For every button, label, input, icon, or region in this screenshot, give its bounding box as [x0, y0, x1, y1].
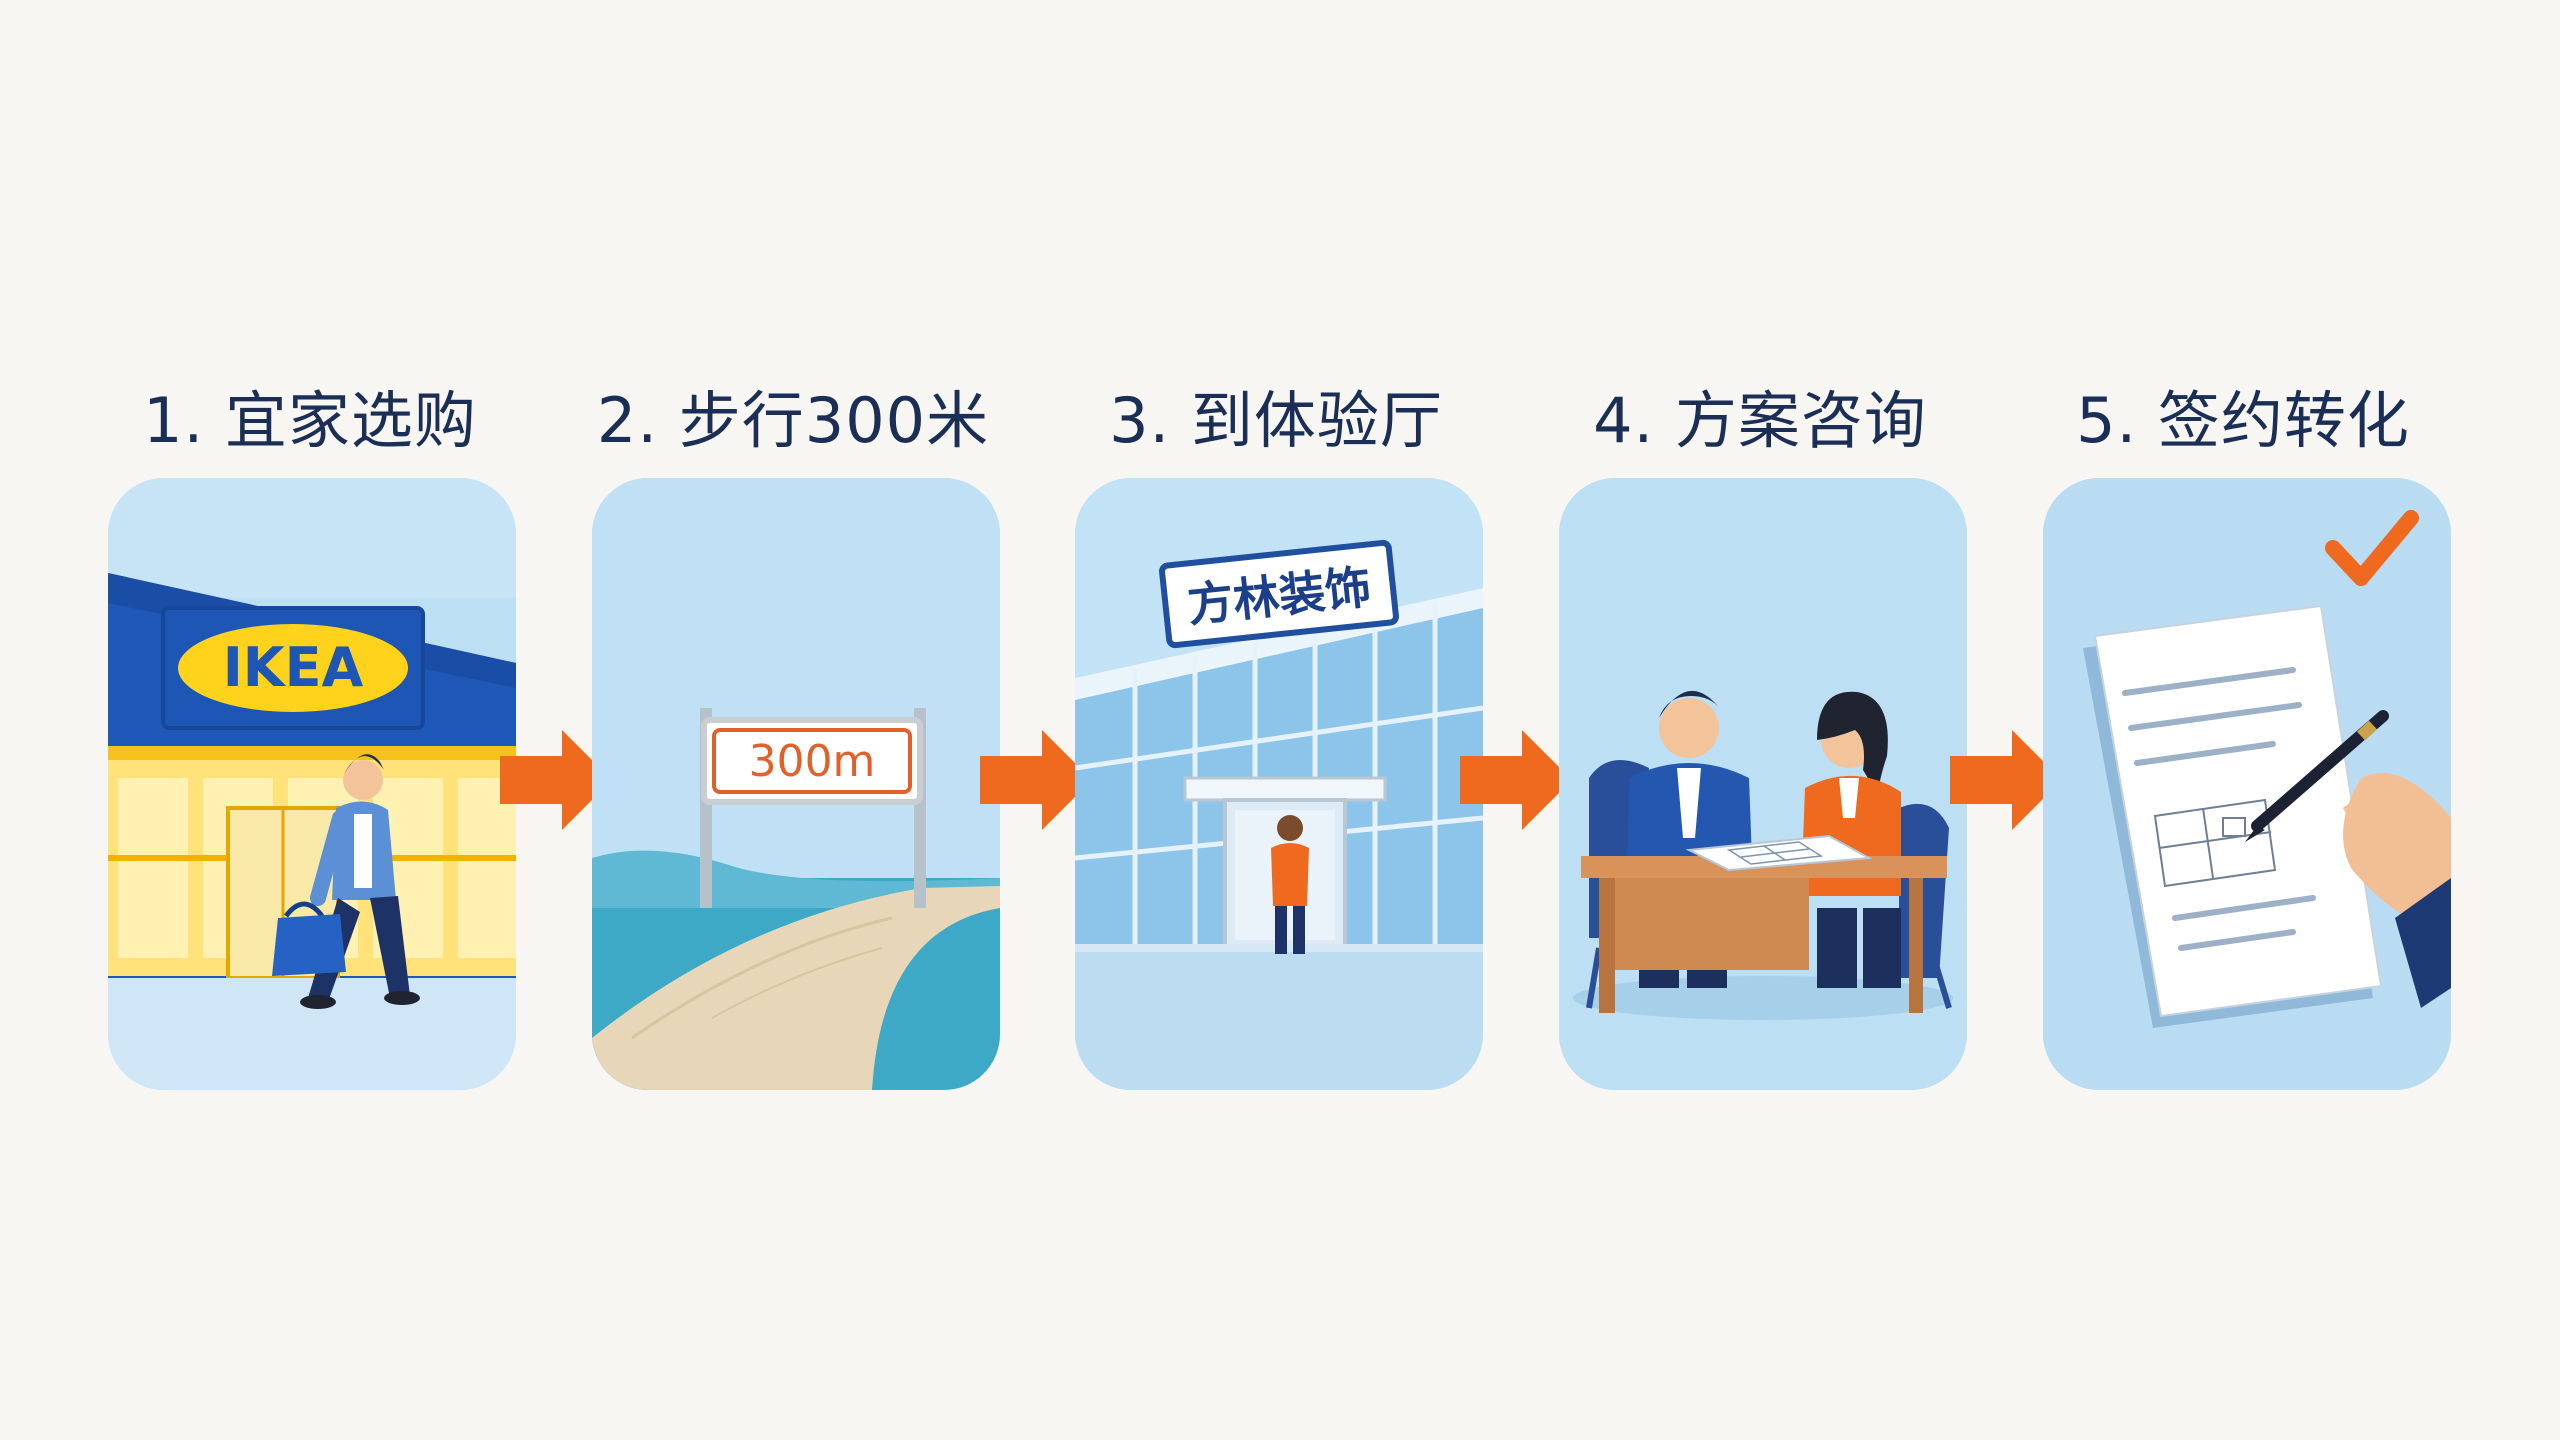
pen-icon — [2245, 710, 2389, 842]
ikea-store-illustration: IKEA — [108, 478, 516, 1090]
step-3-title: 3. 到体验厅 — [1109, 384, 1443, 457]
arrow-right-icon-3 — [1460, 730, 1580, 830]
step-1-card: IKEA — [108, 478, 516, 1090]
contract-signing-illustration — [2043, 478, 2451, 1090]
walking-path-illustration: 300m — [592, 478, 1000, 1090]
arrow-right-icon-4 — [1950, 730, 2070, 830]
arrow-right-icon-2 — [980, 730, 1100, 830]
showroom-illustration: 方林装饰 — [1075, 478, 1483, 1090]
step-4-card — [1559, 478, 1967, 1090]
step-4-title: 4. 方案咨询 — [1593, 384, 1927, 457]
step-1-title: 1. 宜家选购 — [143, 384, 477, 457]
step-2-title: 2. 步行300米 — [596, 384, 990, 457]
shopping-bag-icon — [272, 901, 346, 976]
store-logo-text: IKEA — [223, 636, 364, 699]
step-3-card: 方林装饰 — [1075, 478, 1483, 1090]
arrow-right-icon-1 — [500, 730, 620, 830]
step-2-card: 300m — [592, 478, 1000, 1090]
checkmark-icon — [2325, 510, 2419, 586]
step-5-card — [2043, 478, 2451, 1090]
consultation-illustration — [1559, 478, 1967, 1090]
distance-sign-text: 300m — [749, 736, 876, 787]
step-5-title: 5. 签约转化 — [2076, 384, 2410, 457]
